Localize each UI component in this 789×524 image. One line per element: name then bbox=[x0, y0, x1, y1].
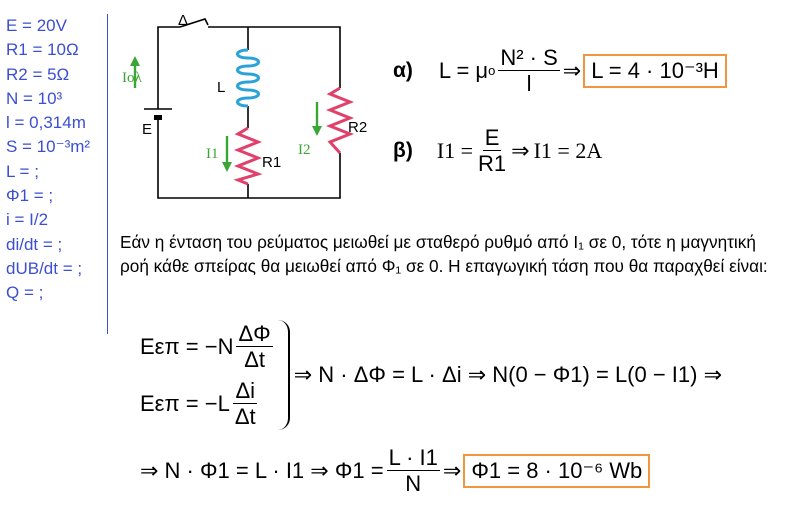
circuit-wires bbox=[157, 18, 341, 199]
part-a-mu-sub: o bbox=[488, 63, 496, 79]
r1-label: R1 bbox=[262, 154, 281, 171]
line2-numerator: L · I1 bbox=[386, 445, 440, 472]
column-divider bbox=[107, 14, 108, 334]
given-item: Q = ; bbox=[6, 283, 44, 303]
given-item: Φ1 = ; bbox=[6, 186, 54, 206]
battery-short-plate bbox=[154, 115, 162, 120]
given-item: N = 10³ bbox=[6, 88, 63, 108]
given-item: i = I/2 bbox=[6, 210, 49, 230]
part-b-fraction: E R1 bbox=[476, 126, 508, 175]
part-a-result-box: L = 4 · 10⁻³H bbox=[583, 53, 727, 88]
eq2-numerator: Δi bbox=[233, 377, 258, 404]
part-b-arrow: ⇒ bbox=[511, 137, 530, 163]
circuit-diagram: Δ Iολ L E I1 R1 I2 R2 bbox=[122, 12, 367, 199]
part-a-numerator: N² · S bbox=[498, 45, 560, 72]
system-eq-1: Eεπ = −N ΔΦ Δt bbox=[140, 318, 276, 375]
given-item: R2 = 5Ω bbox=[6, 64, 70, 84]
given-item: E = 20V bbox=[6, 16, 67, 35]
equation-system: Eεπ = −N ΔΦ Δt Eεπ = −L Δi Δt bbox=[140, 318, 276, 432]
eq1-denominator: Δt bbox=[244, 347, 265, 372]
i2-label: I2 bbox=[298, 142, 311, 158]
part-b-label: β) bbox=[393, 138, 413, 162]
given-item: S = 10⁻³m² bbox=[6, 137, 91, 157]
flux-result-line: ⇒ N · Φ1 = L · I1 ⇒ Φ1 = L · I1 N ⇒ Φ1 =… bbox=[140, 446, 722, 495]
given-item: di/dt = ; bbox=[6, 234, 63, 254]
given-item: L = ; bbox=[6, 161, 39, 181]
eq2-denominator: Δt bbox=[234, 404, 256, 429]
resistor-r1 bbox=[233, 126, 263, 186]
r2-label: R2 bbox=[348, 119, 367, 136]
part-b-result: I1 = 2A bbox=[533, 137, 603, 163]
line2-start: ⇒ N · Φ1 = L · I1 ⇒ Φ1 = bbox=[140, 457, 384, 483]
line2-denominator: N bbox=[405, 471, 422, 497]
eq1-lhs: Eεπ = −N bbox=[140, 333, 234, 359]
part-b-numerator: E bbox=[482, 125, 502, 152]
part-a-fraction: N² · S l bbox=[498, 45, 560, 97]
part-b-lhs: I1 = bbox=[436, 137, 474, 163]
i-total-label: Iολ bbox=[122, 70, 142, 86]
battery-label: E bbox=[142, 121, 152, 138]
part-a-arrow: ⇒ bbox=[562, 57, 582, 83]
part-a-lhs: L = μ bbox=[438, 57, 489, 83]
resistor-r2 bbox=[325, 86, 355, 155]
given-item: R1 = 10Ω bbox=[6, 40, 79, 60]
part-a-equation: α) L = μ o N² · S l ⇒ L = 4 · 10⁻³H bbox=[393, 46, 727, 95]
given-item: l = 0,314m bbox=[6, 113, 86, 133]
inductor-label: L bbox=[217, 79, 225, 96]
eq1-numerator: ΔΦ bbox=[236, 320, 273, 347]
given-data-list: E = 20V R1 = 10Ω R2 = 5Ω N = 10³ l = 0,3… bbox=[6, 14, 106, 306]
part-b-equation: β) I1 = E R1 ⇒ I1 = 2A bbox=[393, 126, 602, 175]
part-a-denominator: l bbox=[526, 71, 532, 97]
flux-result-box: Φ1 = 8 · 10⁻⁶ Wb bbox=[463, 453, 651, 488]
eq2-lhs: Eεπ = −L bbox=[140, 390, 230, 416]
switch-label: Δ bbox=[178, 12, 188, 29]
explanation-paragraph: Εάν η ένταση του ρεύματος μειωθεί με στα… bbox=[120, 232, 768, 276]
line2-arrow: ⇒ bbox=[442, 457, 462, 483]
given-item: dUB/dt = ; bbox=[6, 258, 83, 278]
system-eq-2: Eεπ = −L Δi Δt bbox=[140, 375, 276, 432]
system-brace bbox=[278, 320, 290, 430]
i1-label: I1 bbox=[206, 146, 219, 162]
inductor-coil bbox=[236, 48, 260, 108]
system-chain: ⇒ N · ΔΦ = L · Δi ⇒ N(0 − Φ1) = L(0 − I1… bbox=[293, 362, 723, 387]
part-a-label: α) bbox=[393, 58, 413, 82]
induction-derivation: Eεπ = −N ΔΦ Δt Eεπ = −L Δi Δt ⇒ N · ΔΦ =… bbox=[140, 318, 722, 495]
part-b-denominator: R1 bbox=[478, 151, 507, 177]
